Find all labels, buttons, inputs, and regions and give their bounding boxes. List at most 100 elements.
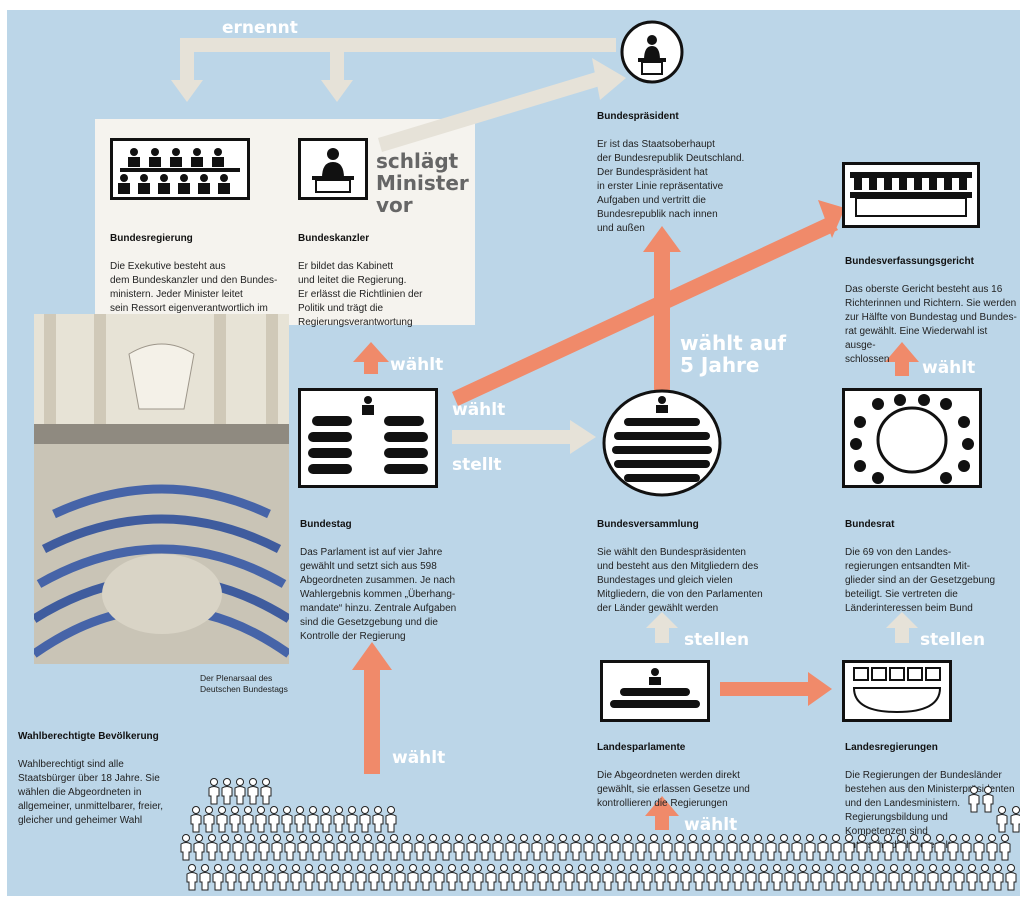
person-icon [843,834,855,861]
person-icon [459,864,471,891]
bundestag-icon [298,388,438,488]
bevoelkerung-text: Wahlberechtigt sind alle Staatsbürger üb… [18,759,164,826]
person-icon [446,864,458,891]
waehlt-bundesrat-label: wählt [922,358,976,378]
waehlt-landtag-label: wählt [684,815,738,835]
person-icon [830,834,842,861]
person-icon [372,806,384,833]
bundesverfassungsgericht-icon [842,162,980,228]
person-icon [745,864,757,891]
kanzler-to-praesident-arrow [378,58,626,152]
person-icon [947,834,959,861]
person-icon [524,864,536,891]
person-icon [234,778,246,805]
waehlt-bundestag-label: wählt [392,748,446,768]
person-icon [895,834,907,861]
person-icon [778,834,790,861]
bundespraesident-text: Er ist das Staatsoberhaupt der Bundesrep… [597,139,745,234]
person-icon [914,864,926,891]
person-icon [765,834,777,861]
person-icon [784,864,796,891]
person-icon [492,834,504,861]
person-icon [570,834,582,861]
person-icon [323,834,335,861]
person-icon [986,834,998,861]
person-icon [394,864,406,891]
person-icon [251,864,263,891]
person-icon [752,834,764,861]
person-icon [901,864,913,891]
person-icon [550,864,562,891]
plenarsaal-photo [34,314,289,664]
landesparlamente-text: Die Abgeordneten werden direkt gewählt, … [597,770,750,809]
bundesrat-text: Die 69 von den Landes- regierungen entsa… [845,547,996,614]
person-icon [622,834,634,861]
person-icon [641,864,653,891]
person-icon [271,834,283,861]
person-icon [258,834,270,861]
landesparlamente-title: Landesparlamente [597,742,686,753]
waehlt-bundestag-arrow [352,642,392,774]
person-icon [589,864,601,891]
person-icon [466,834,478,861]
person-icon [888,864,900,891]
person-icon [908,834,920,861]
person-icon [968,786,980,813]
person-icon [583,834,595,861]
stellt-arrow [452,420,596,454]
person-icon [875,864,887,891]
ernennt-label: ernennt [222,18,298,38]
person-icon [979,864,991,891]
bundeskanzler-title: Bundeskanzler [298,233,370,244]
person-icon [966,864,978,891]
person-icon [882,834,894,861]
person-icon [310,834,322,861]
person-icon [355,864,367,891]
landesregierungen-title: Landesregierungen [845,742,938,753]
person-icon [385,806,397,833]
person-icon [817,834,829,861]
person-icon [362,834,374,861]
bundesrat-title: Bundesrat [845,519,895,530]
person-icon [713,834,725,861]
person-icon [407,864,419,891]
person-icon [797,864,809,891]
stellen-br-label: stellen [920,630,986,650]
stellen-bv-label: stellen [684,630,750,650]
bundespraesident-title: Bundespräsident [597,111,679,122]
person-icon [186,864,198,891]
bundesregierung-icon [110,138,250,200]
person-icon [531,834,543,861]
person-icon [245,834,257,861]
bundesversammlung-text: Sie wählt den Bundespräsidenten und best… [597,547,763,614]
person-icon [661,834,673,861]
landesparlamente-block: Landesparlamente Die Abgeordneten werden… [597,727,787,811]
person-icon [739,834,751,861]
person-icon [208,778,220,805]
person-icon [420,864,432,891]
person-icon [427,834,439,861]
person-icon [804,834,816,861]
person-icon [856,834,868,861]
person-icon [225,864,237,891]
person-icon [700,834,712,861]
person-icon [940,864,952,891]
person-icon [193,834,205,861]
person-icon [303,864,315,891]
person-icon [810,864,822,891]
stellen-arrow-br [886,612,918,643]
person-icon [823,864,835,891]
person-icon [849,864,861,891]
person-icon [307,806,319,833]
person-icon [232,834,244,861]
person-icon [212,864,224,891]
bverfg-block: Bundesverfassungsgericht Das oberste Ger… [845,241,1020,367]
person-icon [628,864,640,891]
person-icon [260,778,272,805]
person-icon [342,864,354,891]
person-icon [726,834,738,861]
bundespraesident-block: Bundespräsident Er ist das Staatsoberhau… [597,96,797,236]
person-icon [498,864,510,891]
bundesrat-icon [842,388,982,488]
waehlt-praesident-arrow [643,226,681,396]
